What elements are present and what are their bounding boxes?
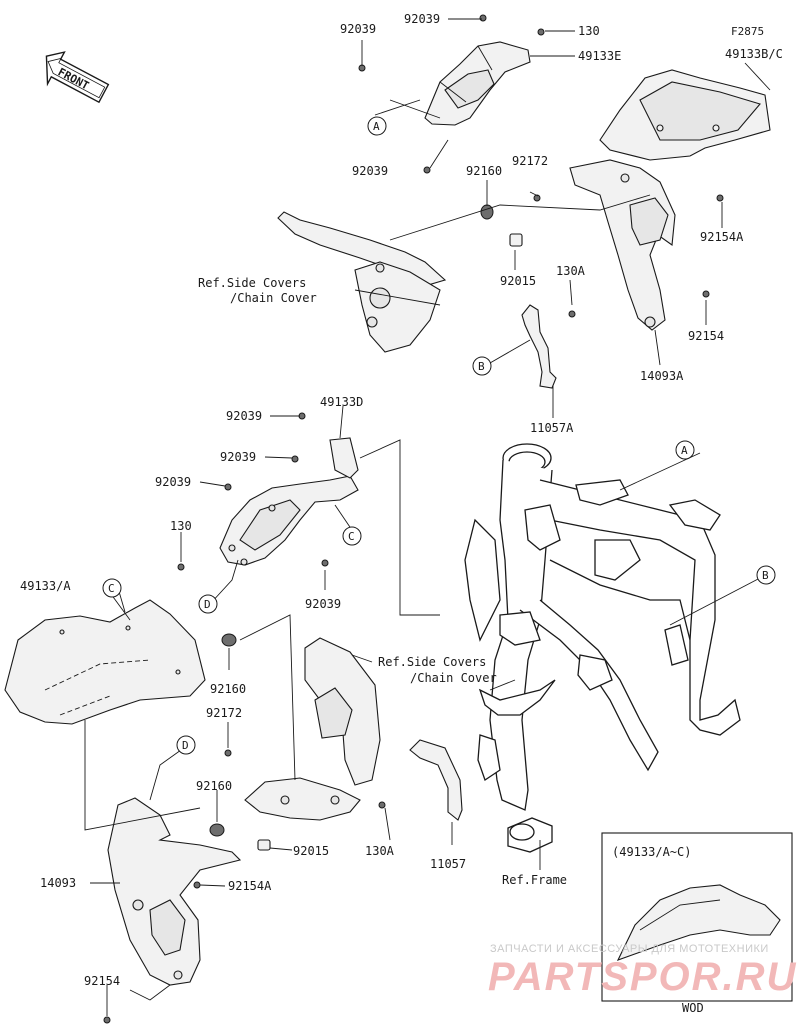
label-92160: 92160	[210, 682, 246, 696]
callout-A-frame: A	[675, 440, 695, 460]
fasteners-lower	[103, 801, 386, 1024]
svg-text:B: B	[478, 360, 485, 373]
label-49133A: 49133/A	[20, 579, 71, 593]
callout-C-middle: C	[342, 526, 362, 546]
ref-side-covers-upper: Ref.Side Covers	[198, 276, 306, 290]
label-49133BC: 49133B/C	[725, 47, 783, 61]
frame-shape	[464, 443, 741, 853]
front-arrow-icon: FRONT	[45, 51, 110, 104]
label-11057A: 11057A	[530, 421, 574, 435]
label-130A: 130A	[365, 844, 395, 858]
collar-92015-upper	[509, 233, 523, 247]
grommet-92160-left	[221, 633, 237, 647]
label-92039: 92039	[226, 409, 262, 423]
label-92160: 92160	[466, 164, 502, 178]
ref-chain-cover-upper: /Chain Cover	[230, 291, 317, 305]
inset-cowl-shape	[616, 884, 781, 961]
label-130: 130	[170, 519, 192, 533]
label-92154A: 92154A	[228, 879, 272, 893]
label-92015: 92015	[500, 274, 536, 288]
label-92039: 92039	[305, 597, 341, 611]
screw-92172-lower	[224, 749, 232, 757]
part-11057-shape	[409, 739, 463, 821]
ref-side-covers-lower: Ref.Side Covers	[378, 655, 486, 669]
reference-labels: Ref.Side Covers /Chain Cover Ref.Side Co…	[198, 276, 567, 887]
label-92039: 92039	[340, 22, 376, 36]
label-14093A: 14093A	[640, 369, 684, 383]
svg-text:A: A	[373, 120, 380, 133]
label-92154: 92154	[84, 974, 120, 988]
label-130A: 130A	[556, 264, 586, 278]
label-92039: 92039	[155, 475, 191, 489]
label-92172: 92172	[206, 706, 242, 720]
watermark-logo: PARTSPOR.RU	[488, 955, 797, 999]
ref-chain-cover-lower: /Chain Cover	[410, 671, 497, 685]
svg-text:B: B	[762, 569, 769, 582]
callout-A-upper: A	[367, 116, 387, 136]
label-92172: 92172	[512, 154, 548, 168]
inset-title: (49133/A~C)	[612, 845, 691, 859]
collar-92015-lower	[257, 839, 271, 851]
label-92154: 92154	[688, 329, 724, 343]
part-14093-shape	[107, 797, 242, 986]
upper-side-cover-rail	[277, 211, 447, 353]
fasteners-middle	[177, 412, 329, 571]
fasteners-upper	[358, 14, 724, 318]
part-49133E-shape	[424, 41, 531, 126]
svg-text:C: C	[108, 582, 115, 595]
ref-frame: Ref.Frame	[502, 873, 567, 887]
watermark: ЗАПЧАСТИ И АКСЕССУАРЫ ДЛЯ МОТОТЕХНИКИ PA…	[488, 943, 797, 999]
svg-text:D: D	[204, 598, 211, 611]
label-92154A: 92154A	[700, 230, 744, 244]
label-92015: 92015	[293, 844, 329, 858]
watermark-text: ЗАПЧАСТИ И АКСЕССУАРЫ ДЛЯ МОТОТЕХНИКИ	[490, 943, 769, 955]
svg-text:A: A	[681, 444, 688, 457]
part-49133BC-shape	[599, 69, 771, 161]
callout-D-lower: D	[176, 735, 196, 755]
part-11057A-shape	[521, 304, 557, 389]
inset-box: (49133/A~C) WOD	[601, 832, 793, 1015]
label-14093: 14093	[40, 876, 76, 890]
callout-B-upper: B	[472, 356, 492, 376]
label-92039: 92039	[404, 12, 440, 26]
label-92160: 92160	[196, 779, 232, 793]
part-labels: 92039 92039 130 49133E 49133B/C 92039 92…	[20, 12, 783, 988]
label-92039: 92039	[220, 450, 256, 464]
inset-caption: WOD	[682, 1001, 704, 1015]
leader-lines	[84, 18, 771, 1016]
part-14093A-shape	[569, 159, 676, 331]
callout-C-left: C	[102, 578, 122, 598]
label-92039: 92039	[352, 164, 388, 178]
callout-B-frame: B	[756, 565, 776, 585]
lower-side-cover-rail	[244, 637, 381, 821]
label-130: 130	[578, 24, 600, 38]
part-49133D-shape	[219, 437, 359, 566]
part-49133A-shape	[4, 599, 206, 725]
figure-code: F2875	[731, 25, 764, 38]
label-49133E: 49133E	[578, 49, 621, 63]
label-49133D: 49133D	[320, 395, 363, 409]
callout-D-middle: D	[198, 594, 218, 614]
grommet-92160-lower	[209, 823, 225, 837]
label-11057: 11057	[430, 857, 466, 871]
svg-text:C: C	[348, 530, 355, 543]
svg-text:D: D	[182, 739, 189, 752]
grommet-92160-upper	[480, 204, 494, 220]
